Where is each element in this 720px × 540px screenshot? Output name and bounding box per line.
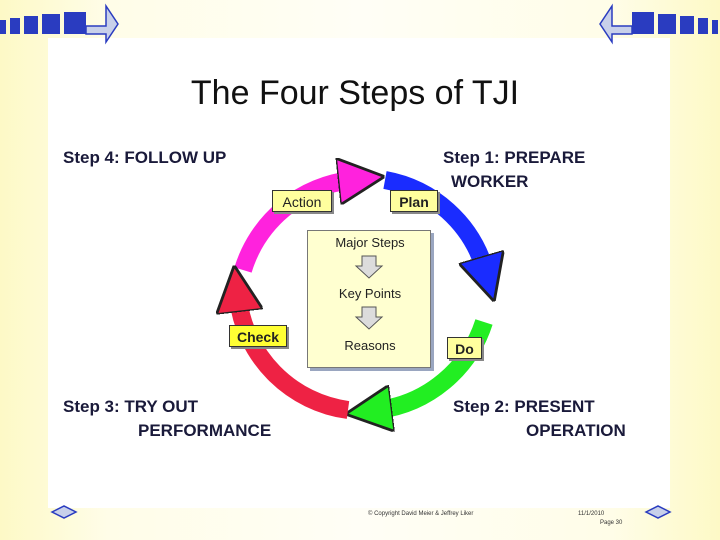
corner-arrow-icon — [599, 3, 633, 45]
step-2-label: Step 2: PRESENT OPERATION — [453, 397, 626, 440]
action-label: Action — [272, 190, 332, 212]
slide-title: The Four Steps of TJI — [190, 74, 520, 112]
arrow-red — [238, 298, 350, 419]
corner-decoration-top-right — [599, 3, 718, 45]
footer-page: Page 30 — [600, 520, 623, 526]
corner-decoration-bottom-right — [644, 505, 672, 519]
arrow-blue — [383, 171, 485, 270]
down-arrow-icon — [354, 306, 384, 330]
do-label: Do — [447, 337, 482, 359]
key-points-text: Key Points — [338, 286, 402, 301]
reasons-text: Reasons — [344, 338, 396, 353]
down-arrow-icon — [354, 255, 384, 279]
step-3-label: Step 3: TRY OUT PERFORMANCE — [63, 397, 272, 440]
corner-arrow-icon — [85, 3, 119, 45]
check-label: Check — [229, 325, 287, 347]
breakdown-box: Major Steps Key Points Reasons — [307, 230, 431, 368]
step-4-label: Step 4: FOLLOW UP — [63, 148, 227, 167]
plan-label: Plan — [390, 190, 438, 212]
major-steps-text: Major Steps — [335, 235, 405, 250]
corner-decoration-top-left — [0, 3, 119, 45]
corner-decoration-bottom-left — [50, 505, 78, 519]
footer-date: 11/1/2010 — [578, 511, 605, 517]
footer-copyright: © Copyright David Meier & Jeffrey Liker — [368, 511, 474, 517]
step-1-label: Step 1: PREPARE WORKER — [443, 148, 586, 191]
